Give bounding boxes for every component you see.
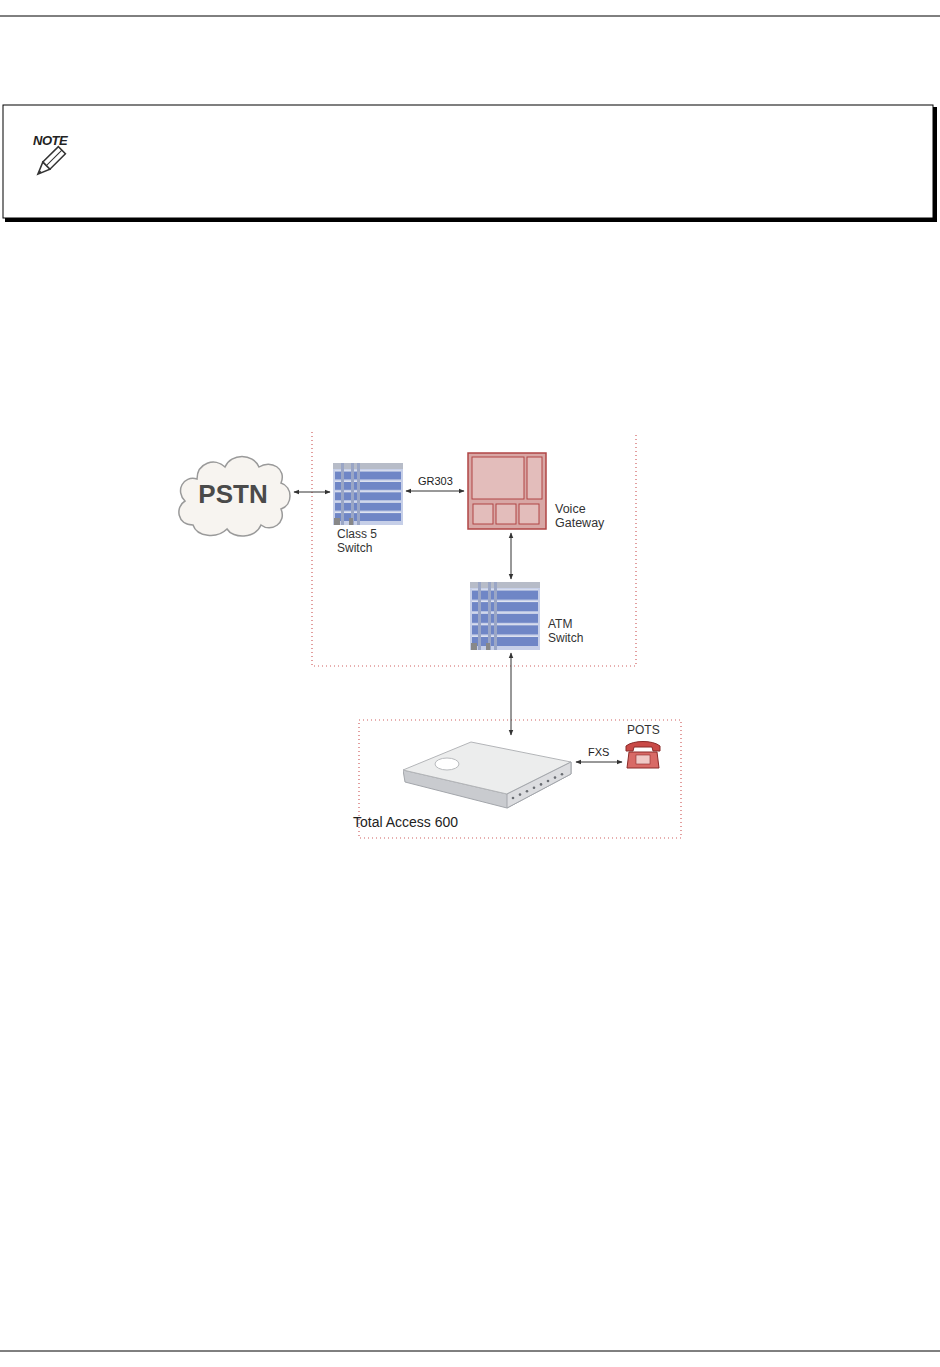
connector-arrow: [511, 533, 512, 579]
voice-gateway: Voice Gateway: [467, 452, 547, 530]
class5-switch-shape-part: [335, 471, 401, 479]
pots-phone-shape-part: [627, 752, 659, 768]
atm-switch-shape-part: [472, 636, 538, 637]
voice-gateway-shape-part: [527, 457, 542, 499]
class5-switch-shape-part: [335, 481, 401, 489]
note-pencil-icon-part: [37, 170, 42, 175]
footer-rule: [0, 1351, 940, 1352]
atm-switch-shape-part: [472, 602, 538, 612]
atm-switch-shape-part: [470, 582, 540, 650]
class5-switch-shape-part: [351, 463, 354, 525]
pots-phone-shape-part: [626, 742, 660, 752]
region-outline-part: [312, 432, 636, 666]
total-access-device-shape-part: [507, 762, 571, 808]
connector-arrow: [406, 491, 464, 492]
class5-switch-shape-part: [341, 463, 344, 525]
total-access-device: Total Access 600: [403, 738, 573, 810]
pots-phone-shape-part: [636, 755, 650, 764]
atm-switch-shape-part: [472, 613, 538, 614]
pots-phone: POTS: [625, 740, 661, 770]
note-box: [3, 105, 937, 221]
atm-switch-shape-part: [486, 643, 490, 650]
atm-switch-shape-part: [494, 582, 497, 650]
class5-switch-shape-part: [335, 502, 401, 503]
voice-gateway-shape-part: [473, 504, 493, 524]
total-access-device-shape-part: [547, 780, 550, 783]
total-access-device-shape-part: [526, 790, 529, 793]
note-pencil-icon: [34, 147, 65, 178]
atm-switch-shape-part: [472, 613, 538, 623]
total-access-device-shape-part: [519, 793, 522, 796]
class5-switch: Class 5 Switch: [333, 463, 403, 525]
atm-switch-shape-part: [472, 601, 538, 602]
region-outline: [312, 432, 681, 838]
connector-arrow: [576, 762, 622, 763]
class5-switch-shape-part: [349, 518, 353, 525]
class5-switch-shape-part: [335, 471, 401, 472]
class5-switch-shape-part: [334, 518, 340, 525]
note-box-part: [933, 107, 937, 221]
atm-switch-shape: [470, 582, 540, 650]
total-access-device-shape-part: [533, 787, 536, 790]
class5-switch-shape-part: [335, 481, 401, 482]
total-access-device-shape-part: [435, 758, 459, 770]
voice-gateway-shape-part: [519, 504, 539, 524]
atm-switch-shape-part: [478, 582, 481, 650]
note-pencil-icon-part: [46, 150, 62, 166]
atm-switch-shape-part: [472, 636, 538, 646]
node-label: Class 5 Switch: [337, 528, 407, 556]
atm-switch-shape-part: [472, 590, 538, 600]
note-box-part: [3, 105, 933, 218]
total-access-device-shape-part: [554, 776, 557, 779]
node-label: Total Access 600: [353, 814, 458, 830]
connector-arrow: [511, 653, 512, 735]
atm-switch-shape-part: [472, 624, 538, 625]
voice-gateway-shape-part: [468, 453, 546, 529]
atm-switch-shape-part: [488, 582, 491, 650]
edge-label: GR303: [416, 476, 455, 487]
voice-gateway-shape-part: [472, 457, 524, 499]
note-box-part: [5, 218, 937, 222]
voice-gateway-shape-part: [496, 504, 516, 524]
header-rule: [0, 16, 940, 17]
atm-switch-shape-part: [471, 643, 477, 650]
pstn-cloud: PSTN: [175, 447, 291, 541]
total-access-device-shape-part: [512, 797, 515, 800]
note-pencil-icon-part: [34, 162, 50, 178]
atm-switch-shape-part: [472, 590, 538, 591]
node-label: POTS: [627, 724, 660, 738]
note-icon-label: NOTE: [33, 133, 67, 148]
class5-switch-shape-part: [335, 492, 401, 500]
class5-switch-shape-part: [335, 513, 401, 521]
node-label: ATM Switch: [548, 618, 600, 646]
total-access-device-shape: [403, 738, 573, 810]
class5-switch-shape: [333, 463, 403, 525]
class5-switch-shape-part: [335, 491, 401, 492]
edge-label: FXS: [586, 747, 611, 758]
atm-switch: ATM Switch: [470, 582, 540, 650]
node-label: Voice Gateway: [555, 502, 617, 531]
class5-switch-shape-part: [357, 463, 360, 525]
voice-gateway-shape: [467, 452, 547, 530]
pots-phone-shape: [625, 740, 661, 770]
class5-switch-shape-part: [335, 502, 401, 510]
class5-switch-shape-part: [335, 512, 401, 513]
connector-arrow: [294, 492, 330, 493]
node-label: PSTN: [175, 480, 291, 510]
total-access-device-shape-part: [561, 773, 564, 776]
total-access-device-shape-part: [540, 783, 543, 786]
atm-switch-shape-part: [472, 625, 538, 635]
class5-switch-shape-part: [333, 463, 403, 525]
